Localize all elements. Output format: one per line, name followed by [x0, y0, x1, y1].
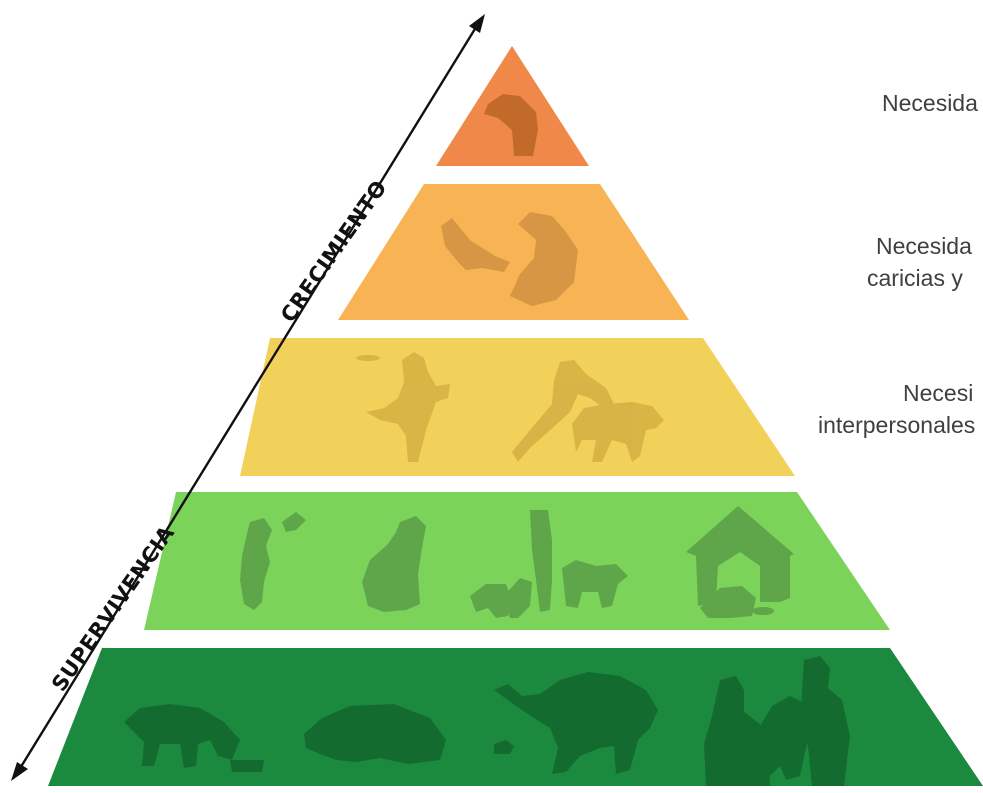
level-4-description-line-1: Necesida — [876, 233, 972, 259]
arrow-shaft — [17, 23, 480, 771]
dog-catching-frisbee-icon — [356, 352, 450, 462]
person-walking-dog-icon — [512, 360, 664, 462]
sitting-dog-icon — [362, 516, 426, 612]
veterinarian-with-dog-icon — [704, 656, 850, 786]
level-4-description-line-2: caricias y — [867, 265, 963, 291]
arrow-head-bottom — [11, 762, 28, 781]
dog-head-silhouette-icon — [484, 94, 538, 156]
puppy-begging-treat-icon — [240, 512, 306, 610]
level-3-shape — [240, 338, 795, 476]
dog-in-doghouse-icon — [686, 506, 794, 618]
pyramid-level-3 — [240, 338, 795, 476]
level-5-description: Necesida — [882, 90, 978, 116]
level-4-shape — [338, 184, 689, 320]
dog-pooping-icon — [494, 672, 658, 774]
sleeping-dog-icon — [304, 704, 446, 764]
pyramid-level-5 — [436, 46, 589, 166]
person-walking-dogs-icon — [470, 510, 628, 618]
level-3-description-line-1: Necesi — [903, 380, 974, 406]
hand-petting-dog-icon — [441, 212, 578, 306]
arrow-head-top — [469, 14, 485, 33]
growth-survival-arrow — [11, 14, 485, 781]
pyramid-level-1 — [48, 648, 983, 786]
pyramid-level-4 — [338, 184, 689, 320]
pyramid-level-2 — [144, 492, 890, 630]
level-3-description-line-2: interpersonales — [818, 412, 976, 438]
puppy-eating-bowl-icon — [124, 704, 264, 772]
